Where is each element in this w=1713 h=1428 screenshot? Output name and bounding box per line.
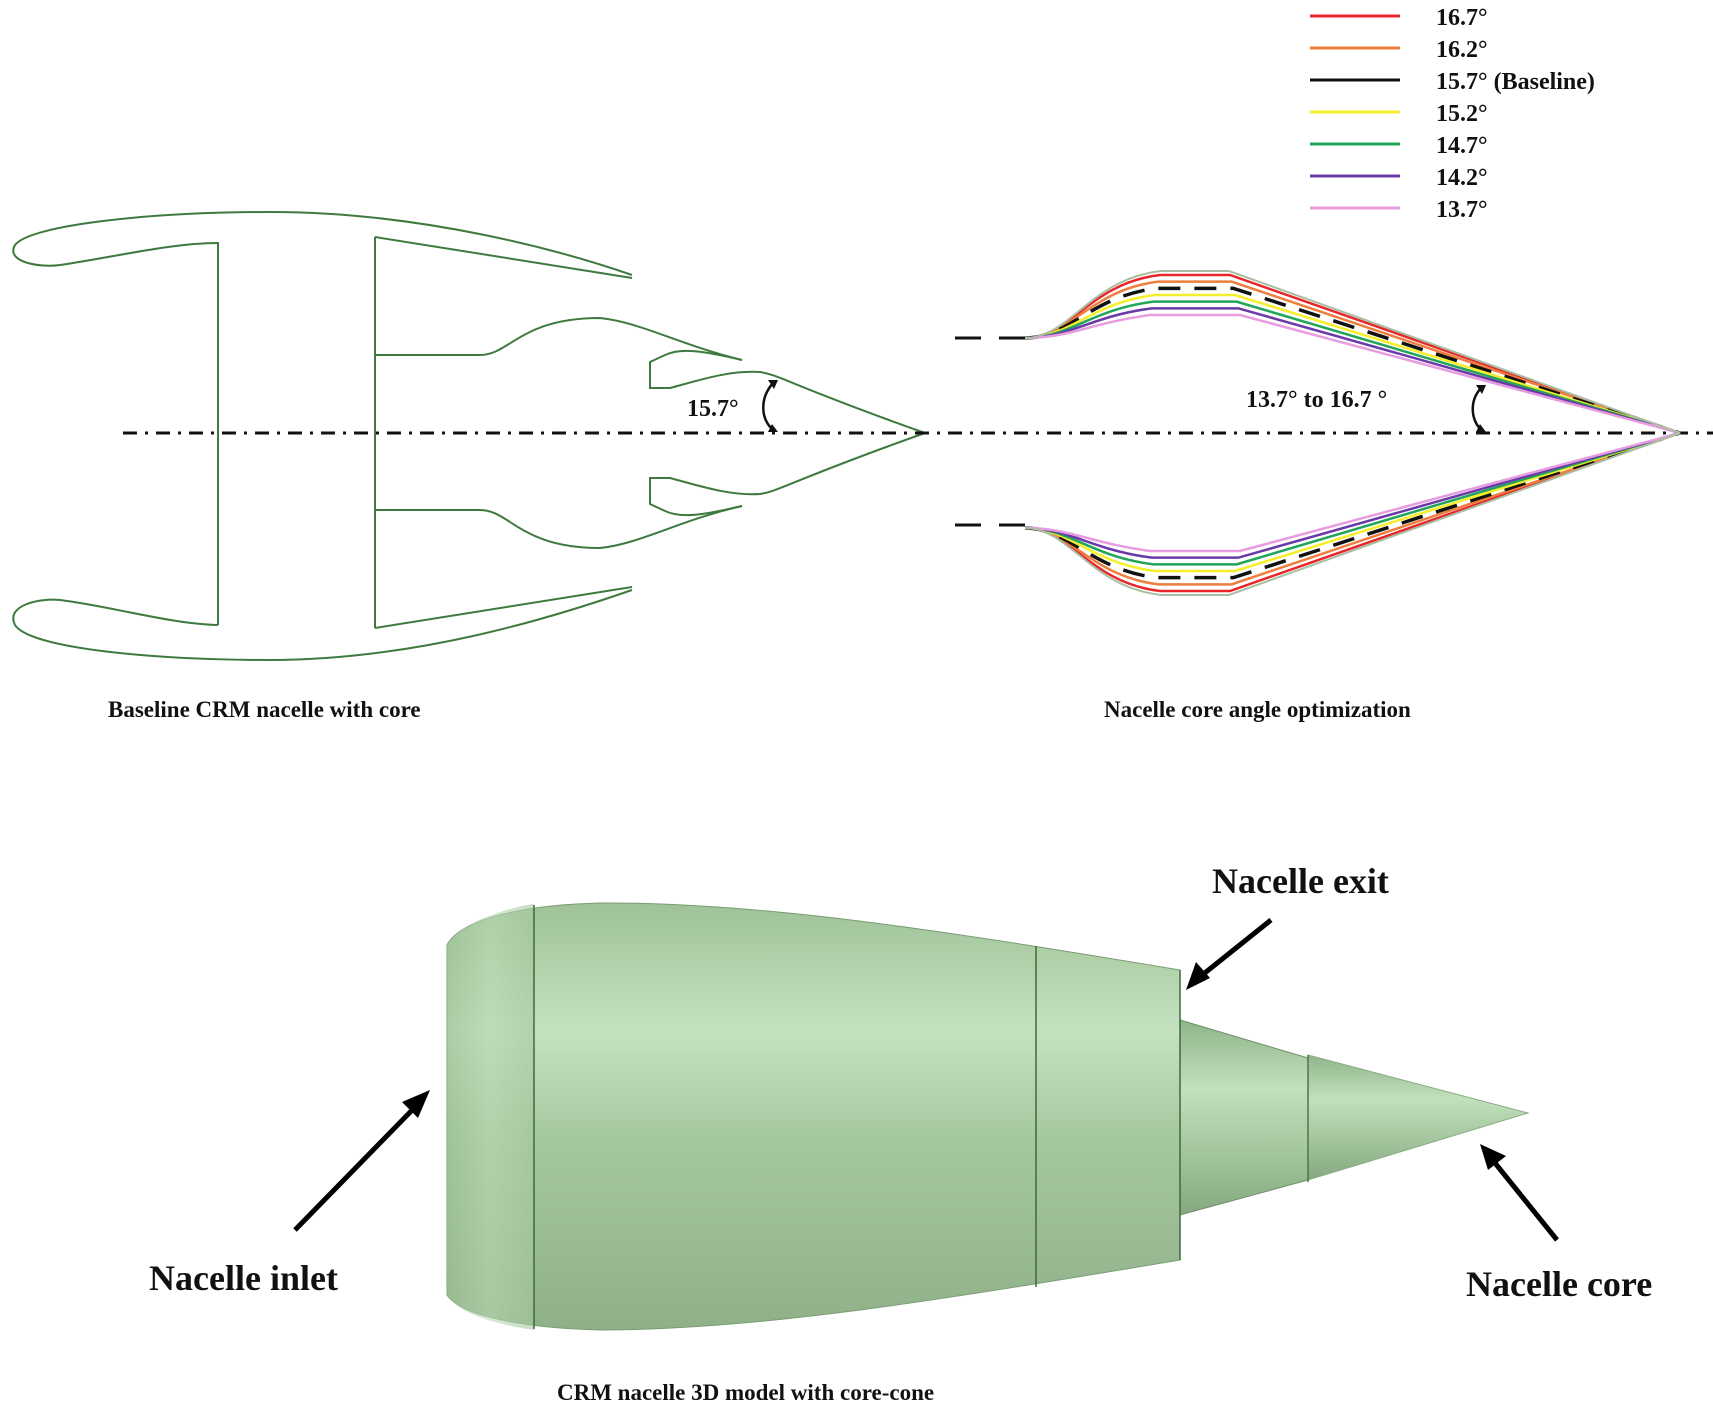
nacelle-inlet-face <box>447 904 534 1330</box>
arc-arrowhead-icon <box>1476 385 1486 394</box>
arc-arrowhead-icon <box>1476 424 1486 432</box>
nacelle-lower-lip <box>12 589 633 662</box>
legend-label: 15.7° (Baseline) <box>1436 69 1595 95</box>
core-angle-optimization-diagram <box>955 270 1681 596</box>
core-cowl-lower <box>649 432 926 517</box>
callout-nacelle-inlet: Nacelle inlet <box>149 1258 338 1298</box>
callout-nacelle-exit: Nacelle exit <box>1212 861 1389 901</box>
optimization-angle-label: 13.7° to 16.7 ° <box>1246 387 1387 413</box>
core-plug-section <box>1179 1019 1309 1216</box>
core-envelope-curve <box>1024 270 1681 434</box>
nacelle-upper-lip <box>12 210 633 625</box>
arrowhead-icon <box>402 1090 430 1118</box>
legend-label: 13.7° <box>1436 197 1488 223</box>
baseline-caption: Baseline CRM nacelle with core <box>108 697 421 722</box>
baseline-angle-label: 15.7° <box>687 396 739 422</box>
angle-arc-icon <box>762 382 774 431</box>
arrowhead-icon <box>1480 1144 1506 1170</box>
legend-label: 16.2° <box>1436 37 1488 63</box>
nacelle-3d-model <box>446 902 1530 1331</box>
core-angle-curve <box>1024 431 1681 580</box>
model3d-caption: CRM nacelle 3D model with core-cone <box>557 1380 934 1405</box>
bypass-duct-upper <box>375 316 743 361</box>
legend: 16.7° 16.2° 15.7° (Baseline) 15.2° 14.7° 14.2… <box>1310 5 1595 223</box>
baseline-nacelle-diagram <box>12 210 926 662</box>
bypass-duct-lower <box>375 505 743 550</box>
core-cowl-upper <box>649 349 926 434</box>
arc-arrowhead-icon <box>768 380 778 389</box>
legend-label: 14.2° <box>1436 165 1488 191</box>
angle-arc-icon <box>1471 387 1482 431</box>
arc-arrowhead-icon <box>768 424 778 432</box>
core-angle-curve <box>1024 431 1681 593</box>
nacelle-body <box>446 902 1181 1331</box>
core-angle-curve <box>1024 431 1681 586</box>
legend-label: 14.7° <box>1436 133 1488 159</box>
core-angle-curve <box>1024 313 1681 435</box>
core-envelope-curve <box>1024 432 1681 596</box>
exit-arrow-icon <box>1194 918 1273 982</box>
callout-nacelle-core: Nacelle core <box>1466 1264 1652 1304</box>
inlet-arrow-icon <box>293 1100 422 1232</box>
legend-label: 15.2° <box>1436 101 1488 127</box>
core-angle-curve <box>1024 431 1681 553</box>
fan-face-line <box>374 236 633 629</box>
legend-label: 16.7° <box>1436 5 1488 31</box>
arrowhead-icon <box>1186 962 1210 990</box>
optimization-caption: Nacelle core angle optimization <box>1104 697 1411 722</box>
core-arrow-icon <box>1489 1156 1559 1242</box>
